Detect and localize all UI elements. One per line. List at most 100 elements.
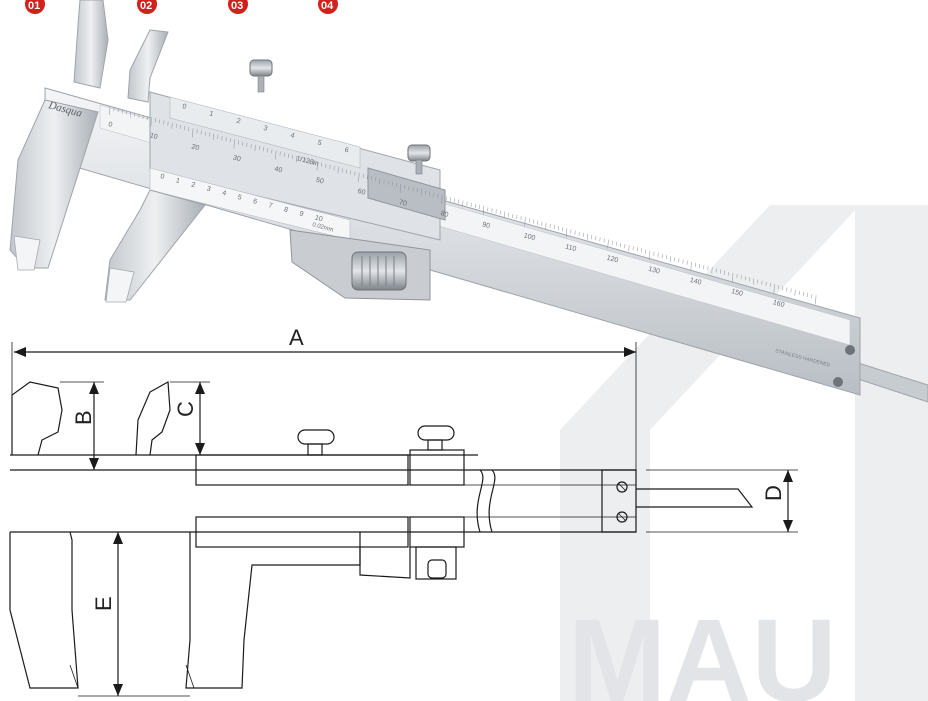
watermark-shape-left [560,205,860,701]
vernier-scale-number: 0 [159,173,165,181]
end-screw-drawing-1 [616,481,628,493]
inch-vernier-window [169,96,361,169]
moving-jaw-drawing [135,381,171,456]
thumb-wheel-drawing [415,546,457,580]
watermark-text: MAU [568,595,837,701]
fixed-jaw-drawing [11,381,63,456]
vernier-scale-number: 7 [268,202,274,210]
end-screw-drawing-2 [616,511,628,523]
scale-tick [275,150,277,160]
locking-screw-1 [249,59,273,93]
main-scale-number: 120 [606,255,619,265]
vernier-scale-number: 1 [175,177,181,185]
main-scale-number: 10 [149,132,158,141]
main-scale-number: 130 [647,266,660,276]
vernier-scale-number: 9 [299,210,305,218]
main-scale-ticks [109,105,817,305]
vernier-scale-number: 2 [190,181,196,189]
main-scale-number: 50 [315,177,324,186]
caliper-photo: Dasqua 1/128in 0.02mm STAINLESS HARDENED… [9,0,928,403]
main-scale-number: 60 [357,188,366,197]
badges: 01 02 03 04 [25,0,338,14]
inch-scale-number: 6 [344,147,350,155]
scale-tick [690,261,692,271]
main-scale-number: 90 [481,221,490,230]
lock-block [367,167,446,221]
dimension-d [646,469,798,533]
vernier-label: 0.02mm [311,222,334,233]
depth-rod-drawing [636,488,754,508]
screw-knob-drawing-2 [417,425,455,441]
main-scale-number: 30 [232,155,241,164]
dimension-label-a: A [289,325,304,350]
scale-tick [732,272,734,282]
scale-tick [399,183,401,193]
main-scale-number: 20 [191,143,200,152]
main-scale-number: 110 [564,244,577,254]
watermark-shape-right [855,205,928,701]
scale-tick [482,206,485,216]
scale-tick [649,250,651,260]
watermark: MAU [560,205,928,701]
inch-scale-number: 2 [236,118,242,126]
main-scale-number: 80 [440,210,449,219]
main-scale-number: 100 [523,232,536,242]
moving-inside-jaw [127,29,169,103]
scale-tick [150,117,152,127]
screw-knob-drawing-1 [297,429,335,445]
inch-scale-number: 4 [290,132,296,140]
dimension-label-d: D [761,485,786,501]
scale-tick [565,228,568,238]
inch-scale-number: 5 [317,139,323,147]
vernier-scale-number: 8 [283,206,289,214]
scale-tick [316,161,318,171]
vernier-scale-number: 10 [314,215,323,224]
scale-tick [815,295,817,305]
scale-tick [607,239,609,249]
main-scale-number: 160 [772,299,785,309]
main-scale-number: 40 [274,166,283,175]
end-screw-1 [845,345,855,355]
vernier-scale-number: 3 [206,186,212,194]
svg-text:03: 03 [231,0,243,12]
badge-1: 01 [25,0,45,14]
inch-scale-number: 3 [263,125,269,133]
fixed-jaw-tip [13,235,41,271]
badge-3: 03 [228,0,248,14]
main-scale-number: 140 [689,277,702,287]
slider-drawing [195,454,409,486]
dimension-e [78,532,190,697]
inch-scale-number: 1 [209,110,215,118]
fixed-lower-jaw-drawing [9,531,79,689]
vernier-scale-number: 4 [221,190,227,198]
locking-screw-2 [407,144,431,175]
break-mark-2 [488,469,496,533]
break-mark [476,469,484,533]
vernier-scale-number: 6 [252,198,258,206]
thumb-drawing [359,547,411,579]
main-scale-number: 0 [107,121,113,129]
dimension-c [170,381,210,455]
slider-drawing-lower [195,516,409,548]
beam-end [601,469,637,533]
technical-drawing [9,342,798,697]
main-scale-number: 150 [731,288,744,298]
scale-tick [109,105,111,116]
badge-4: 04 [318,0,338,14]
moving-lower-jaw-drawing [185,532,361,689]
end-screw-2 [833,377,843,387]
scale-tick [441,195,443,205]
scale-tick [192,128,194,138]
dimension-a [11,342,637,470]
main-scale-number: 70 [398,199,407,208]
scale-tick [358,172,360,182]
dimension-b [60,381,104,470]
badge-2: 02 [137,0,157,14]
dimension-label-c: C [173,401,198,417]
moving-jaw-tip [105,267,135,303]
scale-tick [524,217,526,227]
svg-text:01: 01 [28,0,40,12]
